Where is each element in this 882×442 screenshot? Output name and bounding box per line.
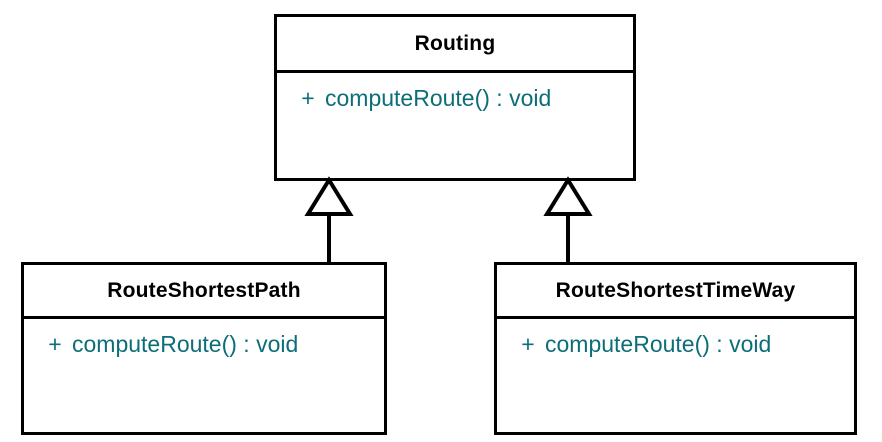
uml-operations-compartment-routing: + computeRoute() : void: [277, 73, 633, 178]
hollow-triangle-arrowhead-icon: [543, 176, 593, 216]
uml-class-routing[interactable]: Routing + computeRoute() : void: [274, 14, 636, 181]
uml-class-routeshortesttimeway[interactable]: RouteShortestTimeWay + computeRoute() : …: [494, 262, 857, 435]
uml-operation-row: + computeRoute() : void: [497, 331, 854, 358]
operation-signature: computeRoute() : void: [545, 331, 772, 357]
operation-signature: computeRoute() : void: [72, 331, 299, 357]
uml-class-name-routing: Routing: [277, 17, 633, 73]
uml-operation-row: + computeRoute() : void: [24, 331, 384, 358]
uml-operations-compartment-routeshortestpath: + computeRoute() : void: [24, 319, 384, 432]
visibility-marker-public: +: [521, 331, 535, 357]
generalization-connector-routeshortestpath[interactable]: [299, 176, 361, 268]
uml-class-name-routeshortestpath: RouteShortestPath: [24, 265, 384, 319]
uml-class-name-routeshortesttimeway: RouteShortestTimeWay: [497, 265, 854, 319]
operation-signature: computeRoute() : void: [325, 85, 552, 111]
uml-class-routeshortestpath[interactable]: RouteShortestPath + computeRoute() : voi…: [21, 262, 387, 435]
visibility-marker-public: +: [48, 331, 62, 357]
generalization-connector-routeshortesttimeway[interactable]: [538, 176, 600, 268]
visibility-marker-public: +: [301, 85, 315, 111]
uml-operation-row: + computeRoute() : void: [277, 85, 633, 112]
hollow-triangle-arrowhead-icon: [304, 176, 354, 216]
uml-operations-compartment-routeshortesttimeway: + computeRoute() : void: [497, 319, 854, 432]
